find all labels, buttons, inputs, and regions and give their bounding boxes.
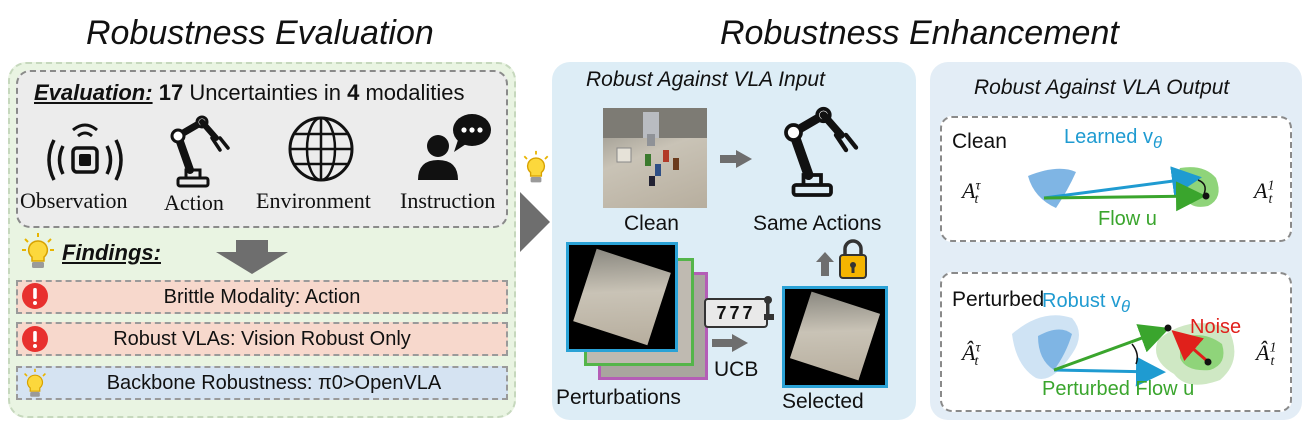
clean-label: Clean	[624, 212, 679, 235]
finding-text: Robust VLAs: Vision Robust Only	[113, 327, 411, 350]
right-arrow-icon	[520, 192, 550, 252]
slot-digits: 777	[716, 302, 756, 323]
finding-text: Brittle Modality: Action	[163, 285, 361, 308]
lightbulb-icon	[24, 368, 46, 397]
perturbed-end-label: Â1t	[1256, 340, 1277, 370]
slot-machine-icon: 777	[704, 298, 768, 328]
end-symbol: A	[1254, 178, 1268, 203]
output-panel-title: Robust Against VLA Output	[974, 76, 1230, 99]
perturbed-flow-box	[940, 272, 1292, 412]
warning-icon	[22, 283, 48, 309]
uncertainty-text: Uncertainties in	[189, 80, 341, 105]
robust-text: Robust v	[1042, 290, 1121, 312]
perturbations-label: Perturbations	[556, 386, 681, 409]
start-symbol: A	[962, 178, 976, 203]
modality-instruction: Instruction	[400, 188, 496, 213]
same-actions-label: Same Actions	[753, 212, 882, 235]
slot-lever-icon	[764, 296, 774, 320]
modality-text: modalities	[365, 80, 465, 105]
start-sub: t	[974, 192, 979, 208]
clean-scene-image	[603, 108, 707, 208]
flow-label: Flow u	[1098, 208, 1157, 230]
start-sup: τ	[975, 340, 981, 356]
start-sub: t	[974, 354, 979, 370]
start-sup: τ	[975, 178, 981, 194]
right-arrow-icon	[720, 150, 752, 168]
down-arrow-icon	[216, 240, 288, 274]
finding-brittle-modality: Brittle Modality: Action	[16, 280, 508, 314]
finding-text: Backbone Robustness: π0>OpenVLA	[106, 371, 442, 394]
up-arrow-icon	[816, 252, 834, 276]
globe-icon	[288, 116, 354, 182]
end-symbol: Â	[1256, 340, 1270, 365]
clean-flow-box	[940, 116, 1292, 242]
noise-label: Noise	[1190, 316, 1242, 338]
input-panel-title: Robust Against VLA Input	[586, 68, 825, 91]
modality-observation: Observation	[20, 188, 128, 213]
selected-perturbation-image	[782, 286, 888, 388]
end-sup: 1	[1269, 340, 1277, 356]
perturbed-box-label: Perturbed	[952, 288, 1045, 311]
learned-text: Learned v	[1064, 126, 1153, 148]
perturbed-flow-label: Perturbed Flow u	[1042, 378, 1195, 400]
ucb-label: UCB	[714, 358, 759, 381]
learned-subscript: θ	[1152, 133, 1163, 152]
robust-velocity-label: Robust vθ	[1042, 290, 1130, 317]
clean-start-label: Aτt	[962, 178, 981, 208]
start-symbol: Â	[962, 340, 976, 365]
perturbed-start-label: Âτt	[962, 340, 981, 370]
warning-icon	[22, 326, 48, 352]
modality-action: Action	[164, 190, 224, 215]
right-arrow-icon	[712, 334, 748, 352]
title-robustness-enhancement: Robustness Enhancement	[720, 14, 1119, 52]
findings-heading: Findings:	[62, 240, 161, 265]
clean-end-label: A1t	[1254, 178, 1275, 208]
lock-icon	[839, 239, 867, 279]
end-sub: t	[1270, 354, 1275, 370]
selected-label: Selected	[782, 390, 864, 413]
evaluation-label: Evaluation:	[34, 80, 153, 105]
robot-arm-icon	[784, 106, 859, 197]
perturbation-image-front	[566, 242, 678, 352]
lightbulb-icon	[22, 233, 54, 268]
perturbed-flow-diagram	[1012, 315, 1235, 387]
robot-arm-icon	[170, 115, 230, 188]
end-sup: 1	[1267, 178, 1275, 194]
speaking-person-icon	[418, 114, 491, 180]
evaluation-heading: Evaluation: 17 Uncertainties in 4 modali…	[34, 80, 465, 106]
clean-box-label: Clean	[952, 130, 1007, 153]
finding-backbone-robustness: Backbone Robustness: π0>OpenVLA	[16, 366, 508, 400]
robust-subscript: θ	[1120, 297, 1130, 316]
title-robustness-evaluation: Robustness Evaluation	[86, 14, 434, 52]
finding-robust-vlas: Robust VLAs: Vision Robust Only	[16, 322, 508, 356]
lightbulb-icon	[523, 150, 549, 183]
clean-flow-diagram	[1028, 166, 1219, 212]
observation-icon	[47, 123, 123, 181]
end-sub: t	[1268, 192, 1273, 208]
evaluation-box	[16, 70, 508, 228]
learned-velocity-label: Learned vθ	[1064, 126, 1162, 153]
modality-count: 4	[347, 80, 360, 105]
uncertainty-count: 17	[158, 80, 184, 105]
modality-environment: Environment	[256, 188, 371, 213]
